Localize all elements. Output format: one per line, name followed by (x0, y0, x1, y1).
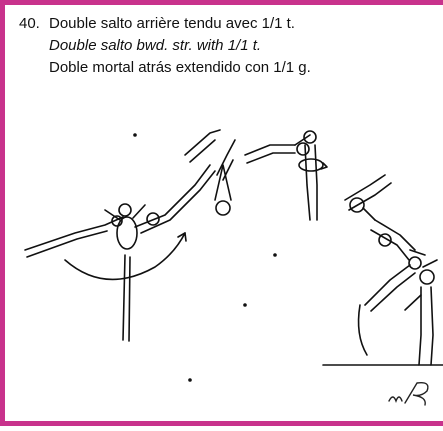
element-name-es: Doble mortal atrás extendido con 1/1 g. (49, 59, 311, 76)
figure-twist (298, 130, 328, 221)
figure-takeoff (104, 203, 146, 342)
element-number: 40. (19, 15, 40, 32)
skill-illustration (24, 129, 443, 382)
figure-stretch-1 (24, 215, 124, 258)
rotation-arrow-1 (64, 232, 186, 281)
figure-layout-1 (134, 164, 216, 234)
element-name-en: Double salto bwd. str. with 1/1 t. (49, 37, 262, 54)
element-name-fr: Double salto arrière tendu avec 1/1 t. (49, 15, 295, 32)
rotation-arrow-2 (357, 304, 368, 356)
figure-layout-2 (184, 129, 236, 216)
figure-descend-3 (364, 256, 438, 312)
signature-scribble (387, 379, 435, 413)
figure-landing (404, 269, 435, 366)
figure-descend-1 (344, 174, 392, 221)
figure-apex (244, 134, 311, 164)
figure-descend-2 (370, 219, 426, 261)
arrowhead-1 (177, 232, 187, 242)
